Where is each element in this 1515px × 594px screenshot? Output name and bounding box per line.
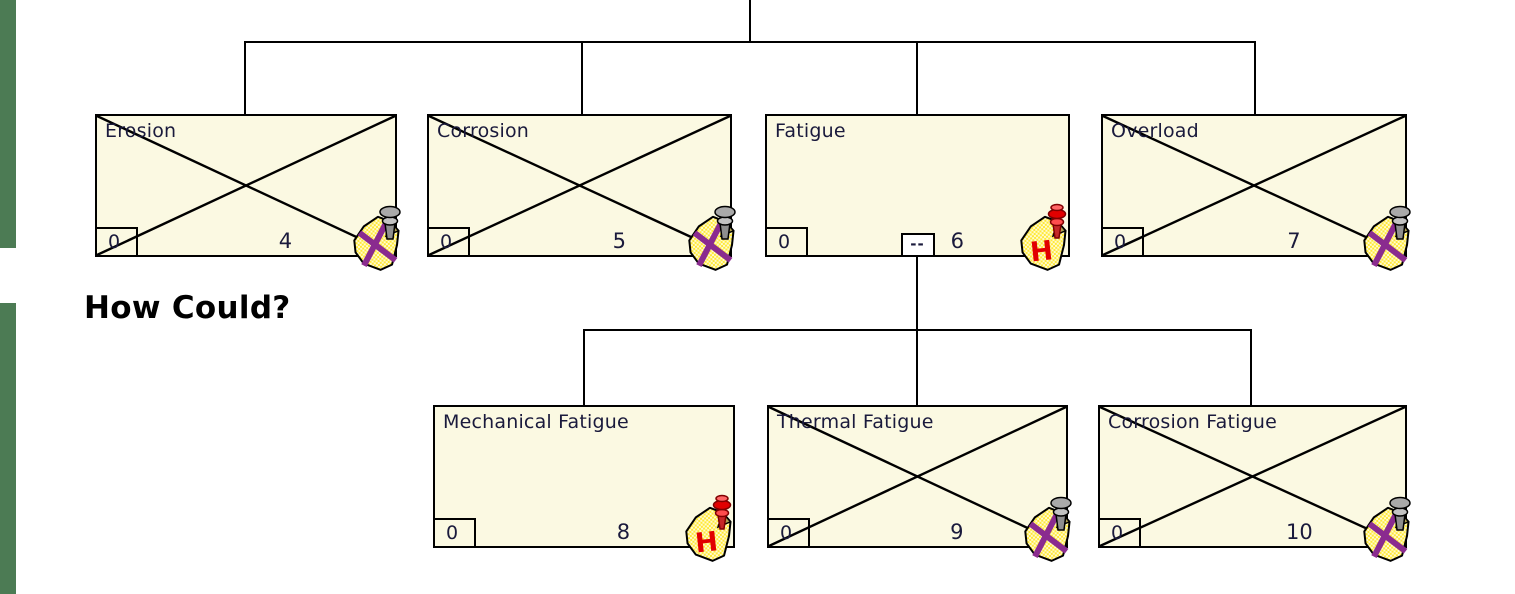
node-label: Mechanical Fatigue xyxy=(443,411,629,433)
cause-node-mechanical-fatigue[interactable]: Mechanical Fatigue 0 8 xyxy=(433,405,735,548)
node-id-number: 5 xyxy=(612,229,626,253)
ruled-out-note-icon[interactable] xyxy=(348,202,410,272)
connector-drop-mechanical-fatigue xyxy=(583,329,585,406)
node-id-number: 6 xyxy=(950,229,964,253)
cause-node-overload[interactable]: Overload 0 7 xyxy=(1101,114,1407,257)
hypothesis-note-icon[interactable] xyxy=(680,493,742,563)
ruled-out-cross xyxy=(1103,116,1405,255)
node-label: Overload xyxy=(1111,120,1199,142)
node-id-number: 10 xyxy=(1286,520,1313,544)
node-counter: 0 xyxy=(433,518,476,548)
ruled-out-cross xyxy=(97,116,395,255)
cause-node-thermal-fatigue[interactable]: Thermal Fatigue 0 9 xyxy=(767,405,1068,548)
connector-drop-overload xyxy=(1254,41,1256,115)
connector-drop-corrosion xyxy=(581,41,583,115)
connector-parent-stem xyxy=(749,0,751,43)
hypothesis-note-icon[interactable] xyxy=(1015,202,1077,272)
node-id-number: 7 xyxy=(1287,229,1301,253)
connector-drop-corrosion-fatigue xyxy=(1250,329,1252,406)
ruled-out-cross xyxy=(769,407,1066,546)
connector-drop-erosion xyxy=(244,41,246,115)
node-id-number: 8 xyxy=(616,520,631,544)
node-id-number: 9 xyxy=(950,520,964,544)
connector-drop-thermal-fatigue xyxy=(916,329,918,406)
node-label: Fatigue xyxy=(775,120,846,142)
slide-accent-bar-bottom xyxy=(0,303,16,594)
ruled-out-note-icon[interactable] xyxy=(1019,493,1081,563)
cause-node-corrosion[interactable]: Corrosion 0 5 xyxy=(427,114,732,257)
ruled-out-note-icon[interactable] xyxy=(1358,493,1420,563)
node-label: Corrosion xyxy=(437,120,530,142)
node-counter: 0 xyxy=(765,227,808,257)
node-counter: 0 xyxy=(427,227,470,257)
node-id-number: 4 xyxy=(278,229,293,253)
ruled-out-cross xyxy=(429,116,730,255)
ruled-out-note-icon[interactable] xyxy=(1358,202,1420,272)
node-label: Erosion xyxy=(105,120,177,142)
ruled-out-cross xyxy=(1100,407,1405,546)
ruled-out-note-icon[interactable] xyxy=(683,202,745,272)
connector-rail-top xyxy=(245,41,1256,43)
gate-box[interactable]: -- xyxy=(900,233,935,257)
node-counter: 0 xyxy=(95,227,138,257)
cause-node-erosion[interactable]: Erosion 0 4 xyxy=(95,114,397,257)
node-counter: 0 xyxy=(767,518,810,548)
connector-rail-sub xyxy=(584,329,1252,331)
node-counter: 0 xyxy=(1098,518,1141,548)
connector-drop-fatigue xyxy=(916,41,918,115)
node-label: Thermal Fatigue xyxy=(777,411,934,433)
node-label: Corrosion Fatigue xyxy=(1108,411,1278,433)
cause-node-fatigue[interactable]: Fatigue 0 -- 6 xyxy=(765,114,1070,257)
cause-node-corrosion-fatigue[interactable]: Corrosion Fatigue 0 10 xyxy=(1098,405,1407,548)
node-counter: 0 xyxy=(1101,227,1144,257)
section-title: How Could? xyxy=(84,290,291,326)
slide-accent-bar-top xyxy=(0,0,16,248)
connector-fatigue-stem xyxy=(916,255,918,331)
